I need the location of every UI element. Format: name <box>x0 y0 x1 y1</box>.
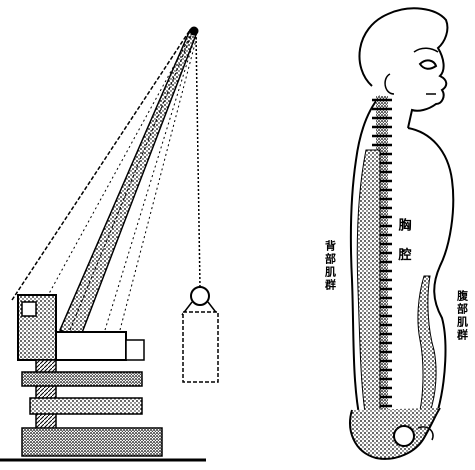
crane-track <box>22 372 162 456</box>
crane-hoist-rope <box>196 33 200 288</box>
human-hip-joint <box>394 426 414 446</box>
crane-boom-tip <box>190 27 198 35</box>
human-ear <box>385 74 394 94</box>
crane-guy-line <box>105 34 196 330</box>
crane-back-stay-2 <box>40 33 192 310</box>
crane-illustration <box>0 27 218 460</box>
human-back-muscles <box>357 150 380 420</box>
human-abdominal-muscles <box>418 276 436 412</box>
label-thorax: 胸 腔 <box>396 217 413 266</box>
crane-hook <box>191 287 209 305</box>
crane-boom <box>60 30 197 338</box>
human-eye <box>420 60 436 68</box>
label-abdominal-muscles: 腹部肌群 <box>456 289 470 342</box>
label-back-muscles: 背部肌群 <box>324 239 338 292</box>
crane-load <box>183 312 218 382</box>
